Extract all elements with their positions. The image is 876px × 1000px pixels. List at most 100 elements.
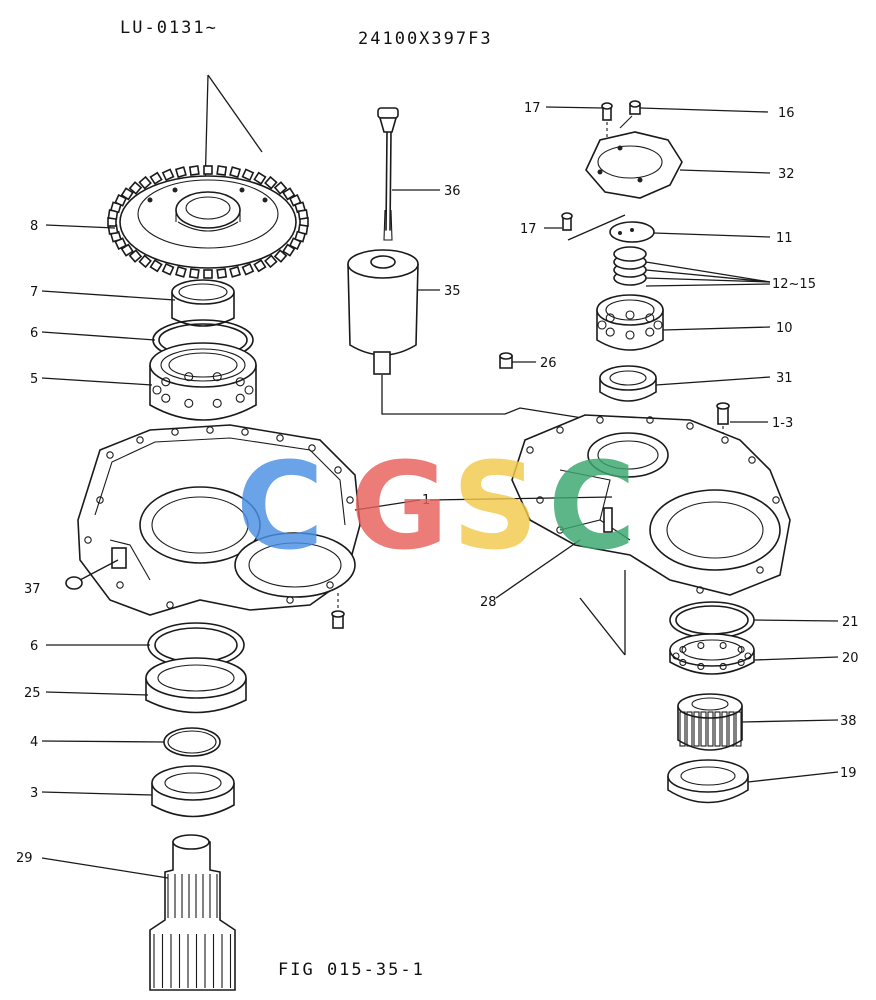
o-ring-part-4 <box>163 727 221 757</box>
callout-12-15: 12~15 <box>772 277 816 292</box>
callout-17-middle: 17 <box>520 222 537 237</box>
bearing-ball <box>235 377 245 387</box>
callout-35: 35 <box>444 284 461 299</box>
callout-4: 4 <box>30 735 38 750</box>
bearing-ball <box>625 310 635 320</box>
bolt-hole <box>241 428 249 436</box>
springs-part-12-15 <box>613 246 647 286</box>
leader-lines <box>41 106 839 879</box>
bearing-ball <box>679 645 687 654</box>
bolt-hole <box>308 444 316 452</box>
bolt-hole <box>171 428 179 436</box>
gear-tooth <box>128 181 143 195</box>
bearing-ball <box>697 641 705 650</box>
seal-part-25 <box>145 657 247 714</box>
callout-28: 28 <box>480 595 497 610</box>
watermark-letter-s: S <box>452 438 538 577</box>
bolt-left-housing <box>331 593 345 629</box>
bearing-ball <box>653 320 663 330</box>
bolt-hole <box>166 601 174 609</box>
gear-tooth <box>273 181 288 195</box>
housing-part-1-left <box>77 424 361 616</box>
gear-part-38 <box>677 693 743 751</box>
gear-tooth <box>264 175 278 190</box>
gear-tooth <box>229 166 242 179</box>
bearing-ball <box>672 652 680 660</box>
bolt-hole <box>106 451 114 459</box>
bolt-hole <box>96 496 104 504</box>
collar-part-3 <box>151 765 235 818</box>
callout-6-upper: 6 <box>30 326 38 341</box>
gear-tooth <box>161 262 175 276</box>
bearing-ball <box>212 372 222 382</box>
bearing-part-19 <box>667 759 749 804</box>
gear-tooth <box>273 249 288 263</box>
gear-tooth <box>686 711 693 747</box>
bearing-part-10 <box>596 294 664 351</box>
bearing-ball <box>719 641 727 650</box>
gear-tooth <box>282 243 296 257</box>
bolt-hole <box>556 526 564 534</box>
bolt-hole <box>536 496 544 504</box>
gear-tooth <box>188 268 200 279</box>
gear-tooth <box>253 259 267 273</box>
bolt-part-17-top <box>601 102 613 138</box>
bearing-ball <box>679 658 687 667</box>
callout-16: 16 <box>778 106 795 121</box>
bolt-hole <box>686 422 694 430</box>
bolt-hole <box>334 466 342 474</box>
filter-connection-line <box>381 375 596 421</box>
callout-11: 11 <box>776 231 793 246</box>
callout-21: 21 <box>842 615 859 630</box>
gear-tooth <box>297 209 309 221</box>
callout-6-lower: 6 <box>30 639 38 654</box>
gear-tooth <box>149 259 163 273</box>
bolt-hole <box>286 596 294 604</box>
callout-36: 36 <box>444 184 461 199</box>
callout-5: 5 <box>30 372 38 387</box>
callout-20: 20 <box>842 651 859 666</box>
watermark-letter-c1: C <box>236 438 324 577</box>
gear-tooth <box>174 166 187 179</box>
bearing-part-20 <box>669 633 755 675</box>
dipstick-part-36 <box>377 107 399 241</box>
gear-tooth <box>714 711 721 747</box>
gear-tooth <box>735 711 742 747</box>
gear-tooth <box>203 269 213 279</box>
callout-26: 26 <box>540 356 557 371</box>
callout-8: 8 <box>30 219 38 234</box>
gear-tooth <box>253 171 267 185</box>
bolt-hole <box>84 536 92 544</box>
bolt-hole <box>772 496 780 504</box>
callout-29: 29 <box>16 851 33 866</box>
gear-tooth <box>128 249 143 263</box>
bearing-ball <box>235 393 245 403</box>
watermark-cgsc: C G S C <box>236 438 636 577</box>
filter-part-35 <box>347 249 419 375</box>
bearing-ball <box>625 330 635 340</box>
callout-7: 7 <box>30 285 38 300</box>
bearing-ball <box>645 327 655 337</box>
bolt-hole <box>748 456 756 464</box>
bearing-part-5 <box>149 342 257 421</box>
gear-tooth <box>288 237 302 250</box>
bearing-ball <box>161 377 171 387</box>
figure-caption: FIG 015-35-1 <box>278 960 425 980</box>
gear-tooth <box>138 254 152 269</box>
bearing-ball <box>645 313 655 323</box>
gear-tooth <box>707 711 714 747</box>
gear-tooth <box>264 254 278 269</box>
bearing-ball <box>605 313 615 323</box>
gear-tooth <box>721 711 728 747</box>
cover-part-32 <box>585 131 683 199</box>
callout-31: 31 <box>776 371 793 386</box>
bolt-hole <box>206 426 214 434</box>
bearing-ball <box>184 372 194 382</box>
bolt-hole <box>721 436 729 444</box>
plug-part-37 <box>65 559 119 590</box>
callout-38: 38 <box>840 714 857 729</box>
callout-3: 3 <box>30 786 38 801</box>
gear-tooth <box>241 168 255 182</box>
gear-tooth <box>161 168 175 182</box>
